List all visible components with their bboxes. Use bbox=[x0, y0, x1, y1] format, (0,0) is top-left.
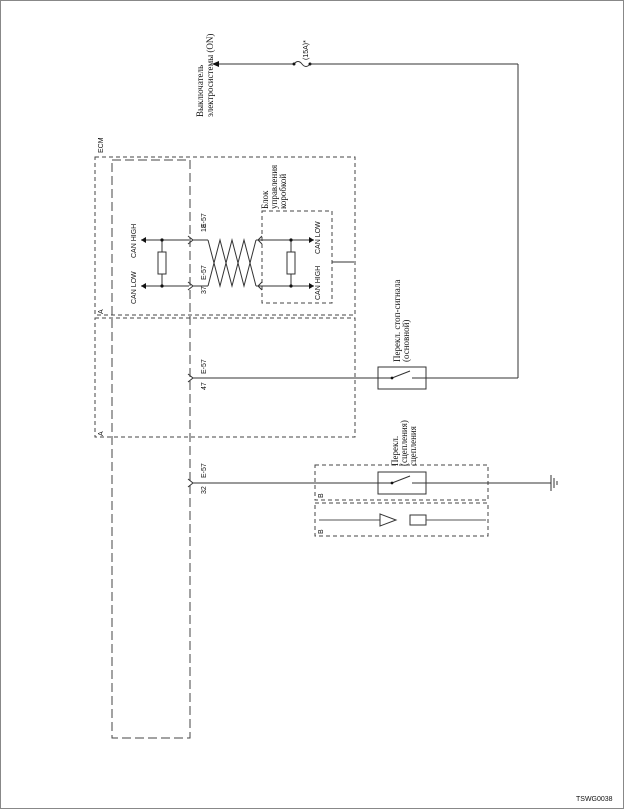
ground-icon bbox=[550, 475, 558, 491]
clutch-switch-blade bbox=[391, 475, 411, 484]
fuse-terminal-left bbox=[292, 62, 296, 66]
pin-47-label: 47 bbox=[201, 382, 208, 390]
ecm-can-low-label: CAN LOW bbox=[131, 271, 138, 304]
ecm-can-high-junction bbox=[160, 238, 164, 242]
ecm-can-high-arrow bbox=[141, 237, 146, 243]
brake-switch-label-2: (основной) bbox=[401, 320, 411, 362]
clutch-pedal-actuator bbox=[409, 514, 427, 526]
ecm-lower-box bbox=[94, 317, 356, 438]
ecm-upper-box bbox=[94, 156, 356, 316]
power-feed-arrow bbox=[212, 61, 219, 67]
power-source-label-1: Выключатель bbox=[195, 65, 205, 117]
twisted-pair-strand-a bbox=[207, 238, 257, 288]
tcu-terminating-resistor bbox=[286, 251, 296, 275]
connector-e57-label-32: E-57 bbox=[201, 463, 208, 478]
ecm-internal-module bbox=[111, 159, 191, 739]
ecm-terminating-resistor bbox=[157, 251, 167, 275]
clutch-switch-label-2: (сцепления) bbox=[399, 420, 409, 466]
twisted-pair-strand-b bbox=[207, 238, 257, 288]
pin-37-label: 37 bbox=[201, 286, 208, 294]
marker-a-2: A bbox=[98, 431, 105, 436]
connector-e57-label-top: E-57 bbox=[201, 213, 208, 228]
control-unit-label-1: Блок bbox=[260, 190, 270, 209]
clutch-switch-lower-box bbox=[314, 502, 489, 537]
fuse-label: (15A)* bbox=[303, 40, 310, 60]
figure-code: TSWG0038 bbox=[576, 796, 613, 803]
fuse-symbol bbox=[293, 61, 311, 67]
pin-32-label: 32 bbox=[201, 486, 208, 494]
tcu-can-high-junction bbox=[289, 238, 293, 242]
marker-b-2: B bbox=[318, 529, 325, 534]
tcu-can-low-label: CAN LOW bbox=[315, 221, 322, 254]
marker-b-1: B bbox=[318, 493, 325, 498]
connector-e57-label-bottom: E-57 bbox=[201, 265, 208, 280]
clutch-switch-pivot bbox=[390, 481, 394, 485]
tcu-can-low-arrow bbox=[309, 283, 314, 289]
ecm-label: ECM bbox=[98, 137, 105, 153]
clutch-linkage-arrow bbox=[379, 513, 398, 527]
tcu-can-high-label: CAN HIGH bbox=[315, 266, 322, 300]
brake-switch-pivot bbox=[390, 376, 394, 380]
ecm-can-low-junction bbox=[160, 284, 164, 288]
ecm-can-high-label: CAN HIGH bbox=[131, 224, 138, 258]
tcu-can-low-junction bbox=[289, 284, 293, 288]
connector-e57-label-47: E-57 bbox=[201, 359, 208, 374]
transmission-control-unit-box bbox=[261, 210, 333, 304]
clutch-switch-label-1: Перекл. bbox=[390, 436, 400, 466]
marker-a-1: A bbox=[98, 309, 105, 314]
ecm-can-low-arrow bbox=[141, 283, 146, 289]
brake-switch-label-1: Перекл. стоп-сигнала bbox=[392, 280, 402, 362]
brake-switch-blade bbox=[391, 370, 411, 379]
tcu-can-high-arrow bbox=[309, 237, 314, 243]
power-source-label-2: электросистемы (ON) bbox=[205, 34, 215, 117]
control-unit-label-3: коробкой bbox=[278, 174, 288, 209]
clutch-switch-label-3: сцепления bbox=[408, 426, 418, 466]
control-unit-label-2: управления bbox=[269, 165, 279, 209]
pin-18-label: 18 bbox=[201, 224, 208, 232]
